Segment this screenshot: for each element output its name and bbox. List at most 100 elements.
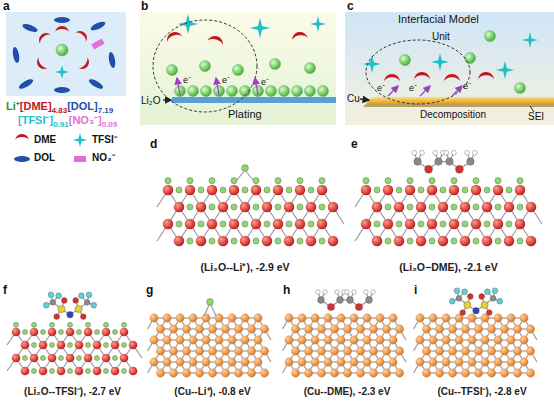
atom xyxy=(464,301,471,308)
bond xyxy=(237,170,245,180)
li-atom xyxy=(318,86,329,97)
cu-atom xyxy=(395,369,404,378)
atom xyxy=(275,204,281,210)
cu-atom xyxy=(376,336,385,345)
atom xyxy=(355,303,362,310)
atom xyxy=(85,368,90,373)
dme-shape xyxy=(78,57,92,72)
atom xyxy=(517,204,523,210)
o-atom xyxy=(295,219,306,230)
panel-letter: i xyxy=(414,284,417,297)
atom xyxy=(517,178,523,184)
o-atom xyxy=(361,219,372,230)
o-atom xyxy=(394,236,405,247)
o-atom xyxy=(262,236,273,247)
o-atom xyxy=(48,354,57,363)
stoichiometry: 7.19 xyxy=(98,106,114,115)
cu-atom xyxy=(369,325,378,334)
o-atom xyxy=(185,185,196,196)
atom xyxy=(492,288,498,294)
cu-atom xyxy=(330,369,339,378)
cu-atom xyxy=(337,336,346,345)
o-atom xyxy=(129,341,138,350)
cu-atom xyxy=(487,369,496,378)
li-atom xyxy=(279,86,290,97)
atom xyxy=(275,178,281,184)
o-atom xyxy=(273,185,284,196)
atom xyxy=(112,329,117,334)
cu-atom xyxy=(317,325,326,334)
cu-atom xyxy=(221,369,230,378)
atom xyxy=(165,178,171,184)
plating-ground xyxy=(140,12,336,125)
cu-atom xyxy=(311,358,320,367)
no3-shape xyxy=(91,38,104,49)
li-atom xyxy=(227,86,238,97)
cu-atom xyxy=(324,358,333,367)
cu-atom xyxy=(350,336,359,345)
cu-atom xyxy=(221,325,230,334)
cu-atom xyxy=(520,358,529,367)
cu-atom xyxy=(389,336,398,345)
atom xyxy=(275,238,281,244)
atom xyxy=(467,294,473,300)
o-atom xyxy=(438,202,449,213)
o-atom xyxy=(111,341,120,350)
cu-atom xyxy=(330,325,339,334)
o-atom xyxy=(306,236,317,247)
atom xyxy=(429,178,435,184)
atom xyxy=(31,322,36,327)
cu-atom xyxy=(234,369,243,378)
atom xyxy=(429,204,435,210)
cu-atom xyxy=(254,314,263,323)
cu-atom xyxy=(356,369,365,378)
tfsi-shape xyxy=(310,16,326,32)
o-atom xyxy=(163,185,174,196)
cu-atom xyxy=(182,347,191,356)
cu-atom xyxy=(304,369,313,378)
o-atom xyxy=(416,202,427,213)
tfsi-shape xyxy=(522,32,538,48)
cu-atom xyxy=(500,347,509,356)
cu-atom xyxy=(343,347,352,356)
o-atom xyxy=(218,236,229,247)
atom xyxy=(121,368,126,373)
o-atom xyxy=(482,236,493,247)
atom xyxy=(429,238,435,244)
energy-caption: (Li₂O−DME), -2.1 eV xyxy=(399,262,497,274)
panel-letter: a xyxy=(3,0,10,13)
arrow xyxy=(388,86,398,96)
o-atom xyxy=(449,185,460,196)
cu-atom xyxy=(526,347,535,356)
li-atom xyxy=(270,59,281,70)
cu-atom xyxy=(448,369,457,378)
atom xyxy=(231,204,237,210)
cu-atom xyxy=(228,314,237,323)
atom xyxy=(40,329,45,334)
o-atom xyxy=(120,354,129,363)
energy-caption: (Cu--Li⁺), -0.8 eV xyxy=(174,386,250,397)
species-name: [TFSI⁻] xyxy=(18,114,53,126)
cu-atom xyxy=(291,369,300,378)
cu-atom xyxy=(389,358,398,367)
atom xyxy=(103,368,108,373)
cu-atom xyxy=(254,336,263,345)
cu-atom xyxy=(507,314,516,323)
cu-atom xyxy=(260,325,269,334)
cu-atom xyxy=(285,358,294,367)
o-atom xyxy=(317,185,328,196)
atom xyxy=(286,221,292,227)
o-atom xyxy=(526,236,537,247)
cu-atom xyxy=(176,336,185,345)
atom xyxy=(385,238,391,244)
cu-atom xyxy=(350,314,359,323)
atom xyxy=(253,238,259,244)
dme-shape xyxy=(75,28,90,42)
species-name: Li⁺ xyxy=(6,100,20,112)
cu-atom xyxy=(324,314,333,323)
cu-atom xyxy=(150,314,159,323)
cu-atom xyxy=(215,358,224,367)
o-atom xyxy=(251,185,262,196)
cu-atom xyxy=(513,325,522,334)
